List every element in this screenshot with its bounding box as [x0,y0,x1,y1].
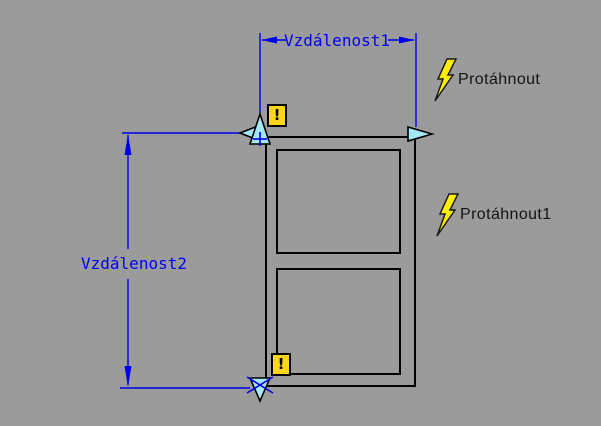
dimension-vertical[interactable]: Vzdálenost2 [81,132,250,389]
action-protahnout1[interactable]: Protáhnout1 [435,193,552,237]
warning-badge[interactable]: ! [267,104,287,127]
frame-panel-bottom[interactable] [276,268,401,375]
action-label: Protáhnout1 [460,206,552,223]
arrowhead-down [124,366,132,387]
arrowhead-up [124,134,132,155]
dimension-label-vzdalenost2[interactable]: Vzdálenost2 [81,254,187,273]
dimension-horizontal[interactable]: Vzdálenost1 [259,31,417,127]
frame-geometry[interactable] [265,136,416,387]
action-protahnout[interactable]: Protáhnout [433,58,540,102]
warning-glyph: ! [273,106,281,124]
lightning-bolt-icon[interactable] [435,193,459,237]
stretch-grip-down[interactable] [248,377,272,404]
action-label: Protáhnout [458,71,541,88]
frame-panel-top[interactable] [276,149,401,254]
arrowhead-left [261,36,277,44]
dimension-label-vzdalenost1[interactable]: Vzdálenost1 [284,31,390,50]
arrowhead-right [399,36,415,44]
grips [237,111,435,404]
warning-glyph: ! [277,355,285,373]
frame-outer[interactable] [265,136,416,387]
base-point-x [246,376,274,394]
lightning-bolt-icon[interactable] [433,58,457,102]
stretch-grip-right[interactable] [407,125,435,143]
warning-badge[interactable]: ! [271,353,291,376]
